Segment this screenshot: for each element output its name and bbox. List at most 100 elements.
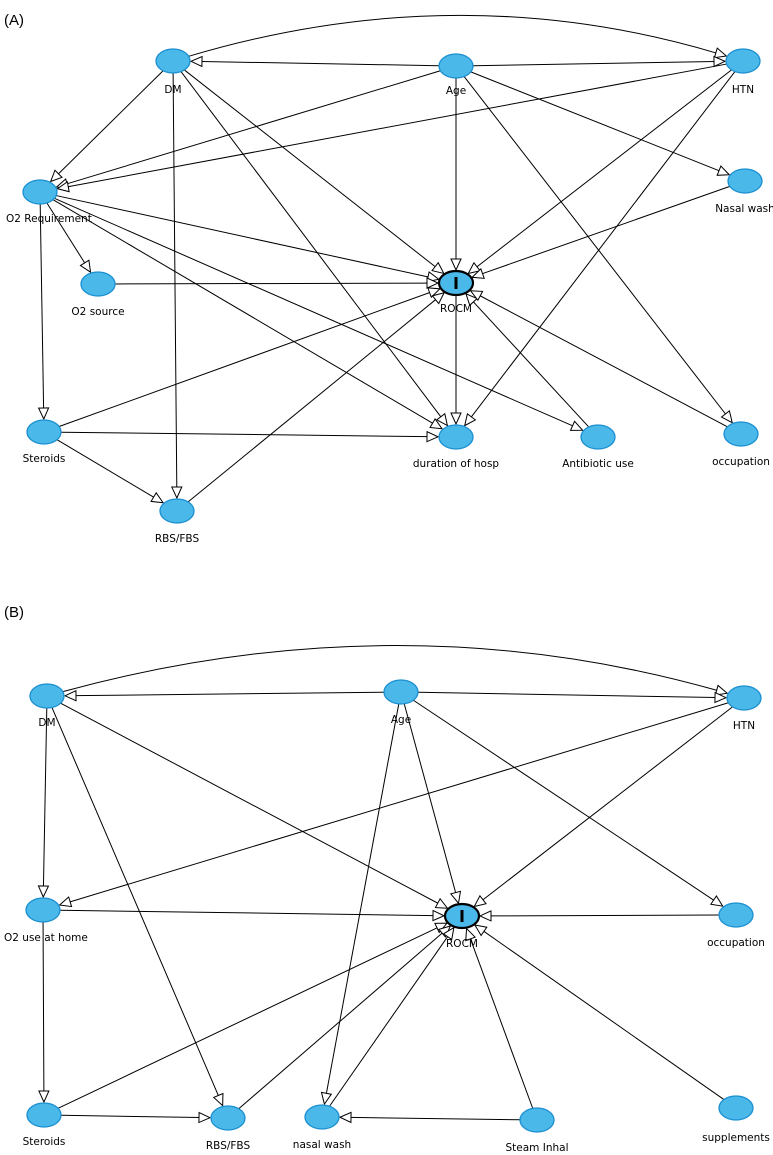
edge-line: [187, 298, 437, 503]
node-label: Steroids: [23, 1136, 66, 1148]
arrowhead: [150, 491, 165, 504]
edge-o2req-to-rocm: [56, 195, 440, 283]
arrowhead: [435, 412, 449, 427]
node-rocm[interactable]: ROCM: [437, 269, 475, 315]
node-label: RBS/FBS: [206, 1140, 251, 1152]
arrowhead: [58, 896, 73, 908]
edge-line: [180, 71, 442, 418]
node-label: O2 use at home: [4, 932, 88, 944]
arrowhead: [37, 885, 50, 899]
arrowhead: [426, 277, 440, 289]
node-nasal-wash[interactable]: Nasal wash: [715, 168, 773, 215]
node-age[interactable]: Age: [438, 53, 474, 97]
node-ellipse: [580, 424, 616, 450]
node-dm[interactable]: DM: [155, 48, 191, 96]
arrowhead: [713, 55, 727, 68]
node-supplements[interactable]: supplements: [702, 1095, 770, 1144]
edge-o2req-to-dur: [52, 199, 444, 430]
arrowhead: [432, 909, 446, 922]
node-o2-use-at-home[interactable]: O2 use at home: [4, 897, 88, 944]
arrowhead: [431, 291, 446, 305]
node-label: DM: [38, 717, 55, 729]
edge-line: [56, 195, 430, 278]
node-ellipse: [26, 419, 62, 445]
node-label: duration of hosp: [413, 458, 500, 470]
node-rbs-fbs[interactable]: RBS/FBS: [206, 1105, 251, 1152]
edge-dm-to-o2req: [49, 70, 164, 183]
panel-a-edges: [37, 14, 736, 504]
node-label: ROCM: [446, 938, 478, 950]
panel-a-nodes: DM Age HTN O2 Requirement O2 source Nasal was…: [6, 48, 773, 545]
arrowhead: [171, 486, 183, 500]
node-label: ROCM: [440, 303, 472, 315]
edge-dm-to-rocm: [60, 702, 449, 909]
arrowhead: [320, 1091, 333, 1106]
edge-age-to-nasal: [470, 71, 731, 176]
node-steam-inhal[interactable]: Steam Inhal: [506, 1107, 569, 1154]
arrowhead: [720, 410, 733, 424]
edge-occ-to-rocm: [478, 910, 720, 922]
node-steroids[interactable]: Steroids: [23, 1102, 66, 1148]
edge-line: [56, 439, 155, 499]
node-label: DM: [164, 84, 181, 96]
edge-ster-to-rbs: [56, 439, 165, 504]
node-occupation[interactable]: occupation: [712, 421, 770, 468]
panel-label-b: (B): [4, 604, 24, 621]
node-age[interactable]: Age: [383, 679, 419, 726]
arrowhead: [63, 689, 77, 702]
edge-rbs-to-rocm: [238, 925, 452, 1110]
node-antibiotic-use[interactable]: Antibiotic use: [562, 424, 634, 470]
edge-o2src-to-rocm: [114, 277, 440, 289]
node-ellipse: [159, 498, 195, 524]
node-label: occupation: [712, 456, 770, 468]
edge-line: [60, 702, 439, 905]
edge-line: [188, 14, 717, 57]
arrowhead: [716, 165, 731, 176]
arrowhead: [212, 1092, 224, 1107]
edge-line: [114, 282, 429, 285]
edge-ster-to-dur: [60, 430, 440, 443]
arrowhead: [713, 47, 728, 59]
outcome-marker: [454, 277, 458, 289]
node-o2-requirement[interactable]: O2 Requirement: [6, 179, 92, 225]
node-steroids[interactable]: Steroids: [23, 419, 66, 465]
node-htn[interactable]: HTN: [725, 48, 761, 96]
arrowhead: [463, 412, 477, 427]
edge-nasal-to-rocm: [329, 926, 455, 1107]
arrowhead: [427, 287, 442, 299]
arrowhead: [569, 420, 584, 431]
edge-line: [349, 1116, 521, 1121]
node-rbs-fbs[interactable]: RBS/FBS: [155, 498, 200, 545]
edge-age-to-nasal: [320, 703, 400, 1106]
arrowhead: [714, 691, 728, 704]
node-rocm[interactable]: ROCM: [443, 902, 481, 950]
edge-line: [66, 70, 441, 185]
edge-steam-to-nasal: [338, 1111, 521, 1124]
node-ellipse: [725, 48, 761, 74]
edge-htn-to-o2home: [58, 702, 729, 908]
node-dm[interactable]: DM: [29, 683, 65, 729]
edge-rocm-to-dur: [450, 295, 462, 426]
node-ellipse: [155, 48, 191, 74]
edge-line: [475, 69, 732, 268]
node-ellipse: [22, 179, 58, 205]
edge-line: [60, 431, 429, 438]
node-occupation[interactable]: occupation: [707, 902, 765, 949]
arrowhead: [469, 290, 484, 302]
node-ellipse: [727, 168, 763, 194]
node-o2-source[interactable]: O2 source: [71, 271, 125, 318]
arrowhead: [449, 890, 462, 905]
node-label: O2 Requirement: [6, 213, 92, 225]
node-ellipse: [438, 53, 474, 79]
node-duration-of-hosp[interactable]: duration of hosp: [413, 424, 500, 470]
edge-line: [472, 60, 716, 67]
node-htn[interactable]: HTN: [726, 685, 762, 732]
edge-line: [479, 294, 728, 428]
node-ellipse: [723, 421, 759, 447]
node-nasal-wash[interactable]: nasal wash: [293, 1104, 351, 1151]
edge-line: [60, 1114, 201, 1119]
edge-line: [463, 76, 727, 416]
edge-htn-to-rocm: [473, 706, 733, 908]
node-label: Steam Inhal: [506, 1142, 569, 1154]
